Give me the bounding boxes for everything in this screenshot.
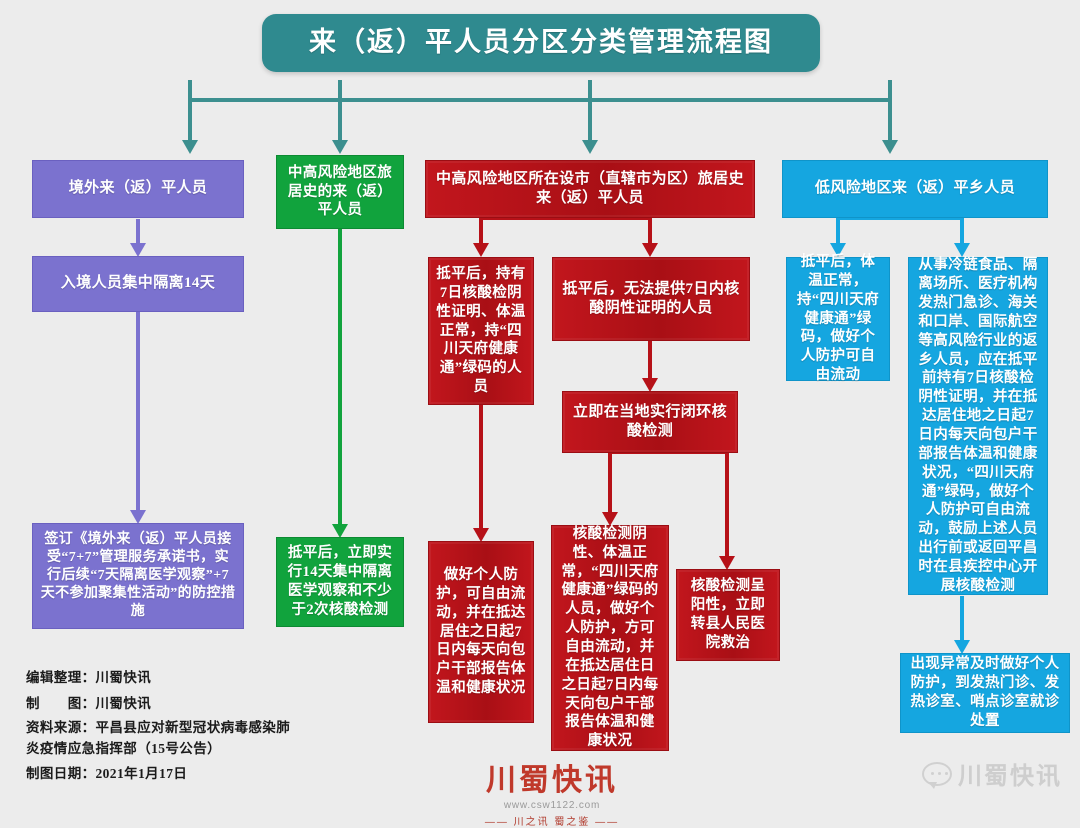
watermark-name: 川蜀快讯 [958, 762, 1062, 790]
node-mh-city-header[interactable]: 中高风险地区所在设市（直辖市为区）旅居史来（返）平人员 [425, 160, 755, 218]
node-overseas-header[interactable]: 境外来（返）平人员 [32, 160, 244, 218]
node-mh-city-closed-loop-test[interactable]: 立即在当地实行闭环核酸检测 [562, 391, 738, 453]
node-mh-city-test-positive[interactable]: 核酸检测呈阳性，立即转县人民医院救治 [676, 569, 780, 661]
node-mh-city-test-negative[interactable]: 核酸检测阴性、体温正常，“四川天府健康通”绿码的人员，做好个人防护，方可自由流动… [551, 525, 669, 751]
credits-line-editor: 编辑整理：川蜀快讯 [26, 670, 152, 685]
page-title: 来（返）平人员分区分类管理流程图 [262, 14, 820, 72]
credits-line-designer: 制 图：川蜀快讯 [26, 696, 152, 712]
node-mh-city-branch-right[interactable]: 抵平后，无法提供7日内核酸阴性证明的人员 [552, 257, 750, 341]
node-overseas-step2[interactable]: 签订《境外来（返）平人员接受“7+7”管理服务承诺书，实行后续“7天隔离医学观察… [32, 523, 244, 629]
node-low-risk-branch-right[interactable]: 从事冷链食品、隔离场所、医疗机构发热门急诊、海关和口岸、国际航空等高风险行业的返… [908, 257, 1048, 595]
credits-line-source-1: 资料来源：平昌县应对新型冠状病毒感染肺 [26, 719, 291, 735]
chat-bubble-icon [922, 761, 952, 789]
logo-slogan: —— 川之讯 蜀之鉴 —— [484, 817, 620, 828]
node-low-risk-abnormal[interactable]: 出现异常及时做好个人防护，到发热门诊、发热诊室、哨点诊室就诊处置 [900, 653, 1070, 733]
credits-block: 编辑整理：川蜀快讯 制 图：川蜀快讯 资料来源：平昌县应对新型冠状病毒感染肺 炎… [26, 665, 356, 788]
watermark-logo: 川蜀快讯 [922, 756, 1062, 791]
credits-line-source-2: 炎疫情应急指挥部（15号公告） [26, 741, 221, 757]
node-overseas-step1[interactable]: 入境人员集中隔离14天 [32, 256, 244, 312]
credits-line-date: 制图日期：2021年1月17日 [26, 766, 188, 782]
flowchart-canvas: 来（返）平人员分区分类管理流程图 境外来（返）平人员 入境人员集中隔离14天 签… [26, 14, 1070, 828]
logo-name: 川蜀快讯 [486, 763, 618, 798]
node-mh-city-left-result[interactable]: 做好个人防护，可自由流动，并在抵达居住之日起7日内每天向包户干部报告体温和健康状… [428, 541, 534, 723]
node-mh-residence-step1[interactable]: 抵平后，立即实行14天集中隔离医学观察和不少于2次核酸检测 [276, 537, 404, 627]
connector-layer [130, 80, 970, 654]
node-low-risk-header[interactable]: 低风险地区来（返）平乡人员 [782, 160, 1048, 218]
node-mh-residence-header[interactable]: 中高风险地区旅居史的来（返）平人员 [276, 155, 404, 229]
node-low-risk-branch-left[interactable]: 抵平后，体温正常，持“四川天府健康通”绿码，做好个人防护可自由流动 [786, 254, 890, 383]
node-mh-city-branch-left[interactable]: 抵平后，持有7日核酸检阴性证明、体温正常，持“四川天府健康通”绿码的人员 [428, 257, 534, 405]
logo-url: www.csw1122.com [503, 800, 601, 811]
